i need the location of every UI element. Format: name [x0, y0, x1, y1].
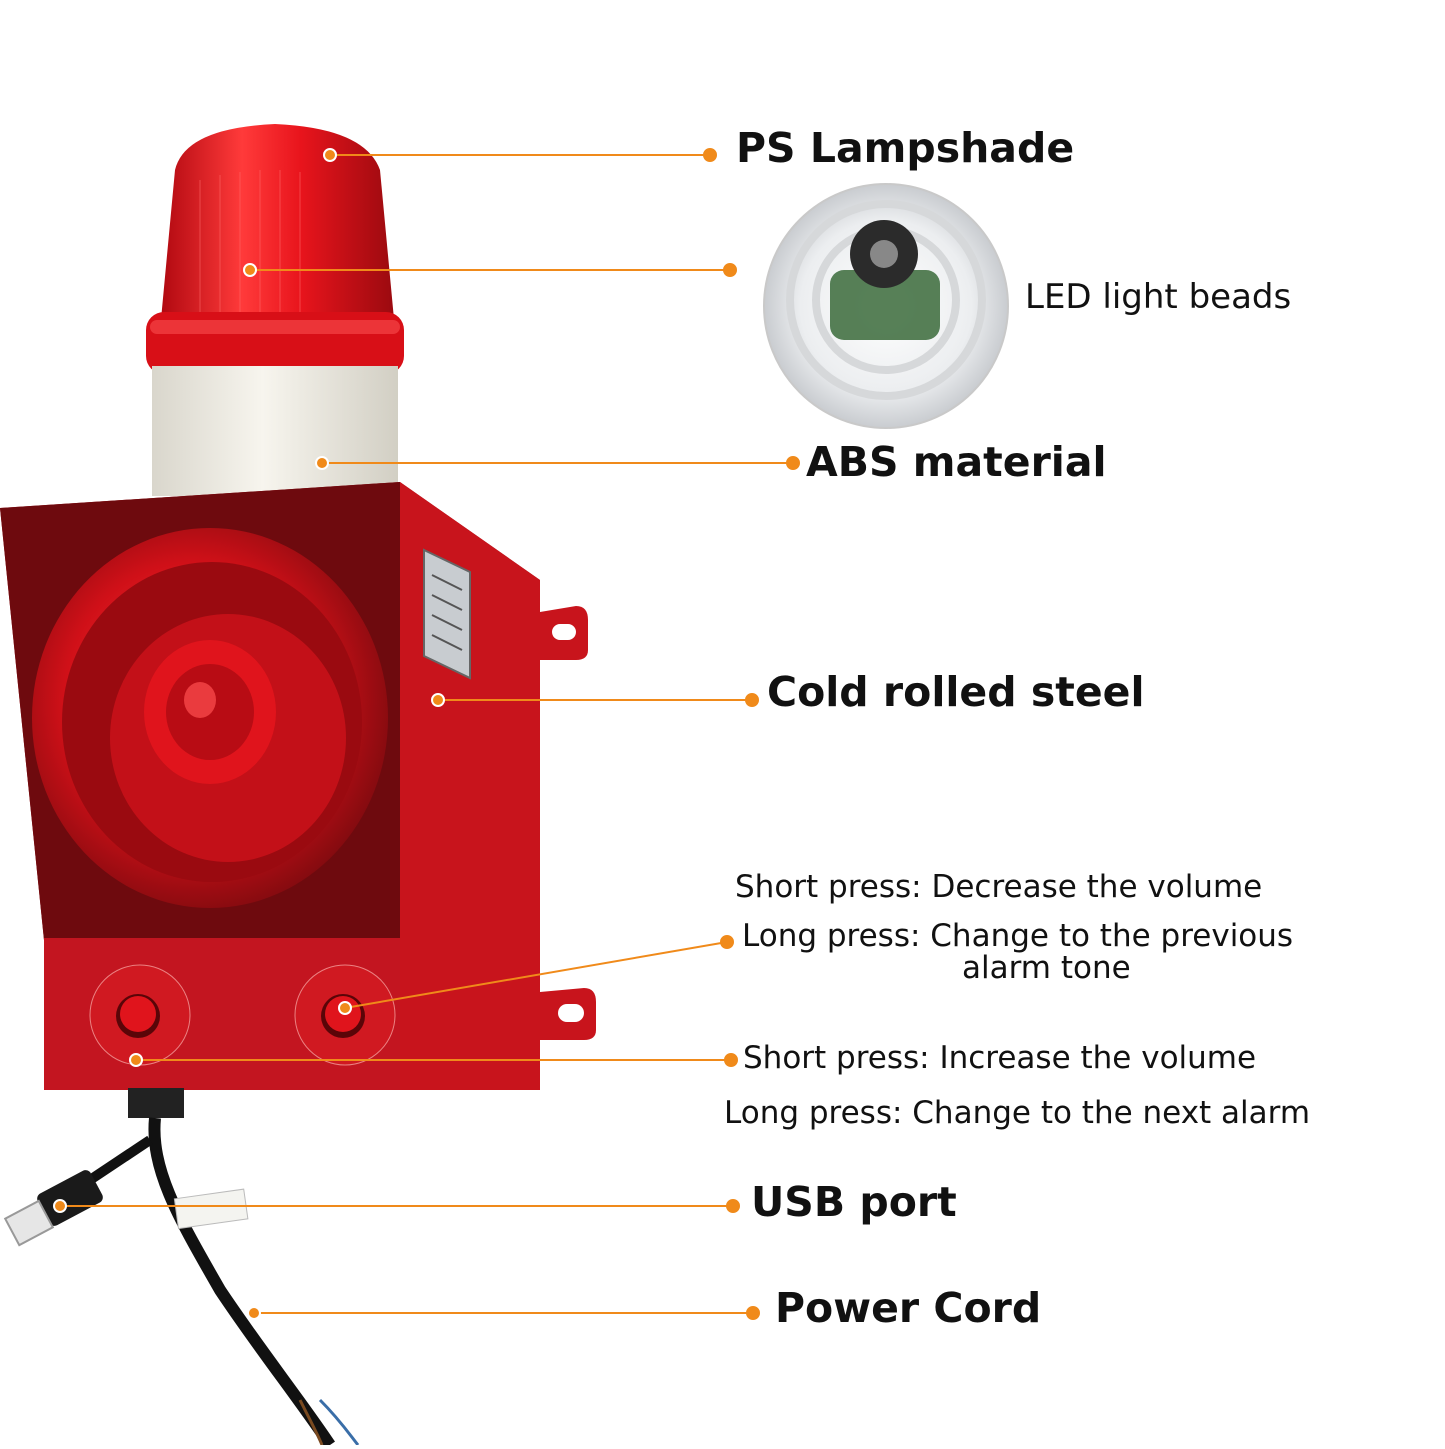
label-led-beads: LED light beads [1025, 277, 1292, 317]
label-right-short: Short press: Increase the volume [743, 1040, 1257, 1076]
label-left-long: Long press: Change to the previous [742, 918, 1294, 954]
led-beads-inset [763, 183, 1009, 429]
label-left-long-cont: alarm tone [962, 950, 1131, 986]
horn-speaker [32, 528, 388, 908]
power-cord [57, 1088, 360, 1449]
lampshade [146, 124, 404, 374]
nameplate [423, 548, 471, 680]
leader-lines [53, 148, 800, 1320]
abs-base [152, 366, 398, 496]
button-left [89, 964, 191, 1066]
label-abs: ABS material [806, 438, 1107, 486]
label-usb: USB port [751, 1178, 957, 1226]
label-right-long: Long press: Change to the next alarm [724, 1095, 1311, 1131]
label-power: Power Cord [775, 1284, 1042, 1332]
label-steel: Cold rolled steel [767, 668, 1145, 716]
label-lampshade: PS Lampshade [736, 124, 1075, 172]
label-left-short: Short press: Decrease the volume [735, 869, 1263, 905]
usb-plug [3, 1170, 103, 1247]
